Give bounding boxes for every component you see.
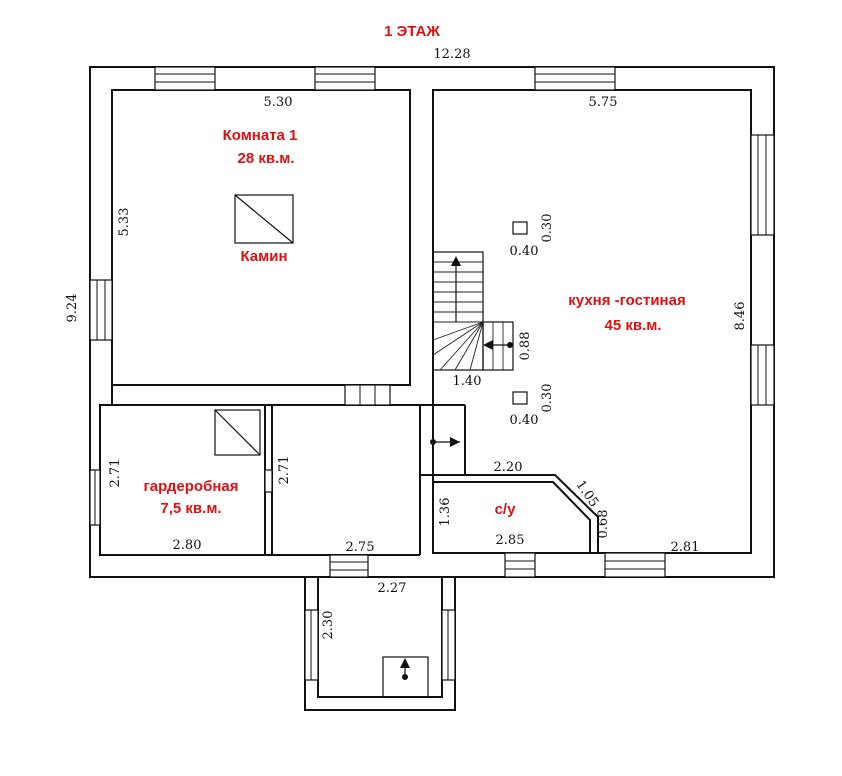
dim-kitchen-width: 5.75 <box>589 95 618 110</box>
dim-total-height: 9.24 <box>65 294 80 323</box>
room1-area: 28 кв.м. <box>237 150 294 167</box>
window-top-3 <box>534 66 616 91</box>
kitchen-name: кухня -гостиная <box>568 292 685 309</box>
dim-stair-width: 1.40 <box>453 374 482 389</box>
dim-kitchen-height: 8.46 <box>733 302 748 331</box>
dim-column-lower-h: 0.30 <box>540 384 555 413</box>
window-bottom-2 <box>604 552 666 578</box>
window-left-1 <box>89 279 113 341</box>
dim-hall-width: 2.75 <box>346 540 375 555</box>
bathroom-label: с/у <box>495 501 517 518</box>
window-top-1 <box>154 66 216 91</box>
column-upper <box>512 221 528 235</box>
dim-stair-step: 0.88 <box>518 332 533 361</box>
wardrobe-name: гардеробная <box>144 478 239 495</box>
column-lower <box>512 391 528 405</box>
dim-column-upper-h: 0.30 <box>540 214 555 243</box>
dim-kitchen-bottom: 2.81 <box>671 540 700 555</box>
door-wardrobe <box>264 469 273 493</box>
window-porch-left <box>304 609 319 681</box>
porch-entry-arrow-icon <box>382 656 429 698</box>
dim-column-upper-w: 0.40 <box>510 244 539 259</box>
window-right-2 <box>750 344 775 406</box>
dim-bath-bottom: 2.85 <box>496 533 525 548</box>
room1-name: Комната 1 <box>223 127 298 144</box>
windows <box>89 66 775 681</box>
dim-column-lower-w: 0.40 <box>510 413 539 428</box>
window-right-1 <box>750 134 775 236</box>
dim-wardrobe-width: 2.80 <box>173 538 202 553</box>
staircase-icon <box>432 251 514 371</box>
window-left-2 <box>89 469 101 526</box>
window-porch-right <box>441 609 456 681</box>
floor-title: 1 ЭТАЖ <box>384 23 440 40</box>
dim-room1-width: 5.30 <box>264 95 293 110</box>
kitchen-area: 45 кв.м. <box>604 317 661 334</box>
dim-room1-height: 5.33 <box>117 208 132 237</box>
dim-wardrobe-height: 2.71 <box>108 459 123 488</box>
fireplace-icon <box>234 194 294 244</box>
dim-total-width: 12.28 <box>433 47 470 62</box>
dim-porch-width: 2.27 <box>378 581 407 596</box>
wardrobe-area: 7,5 кв.м. <box>160 500 221 517</box>
window-bottom-1 <box>504 552 536 578</box>
porch <box>304 577 456 711</box>
dim-bath-top: 2.20 <box>494 460 523 475</box>
fireplace-label: Камин <box>240 248 287 265</box>
dim-hall-height: 2.71 <box>277 456 292 485</box>
window-porch-top <box>329 554 369 578</box>
window-top-2 <box>314 66 376 91</box>
dim-bath-side: 0.68 <box>596 510 611 539</box>
dim-bath-left: 1.36 <box>438 498 453 527</box>
interior-walls <box>100 385 599 555</box>
dim-porch-height: 2.30 <box>321 611 336 640</box>
wardrobe-cabinet-icon <box>214 409 261 456</box>
entry-arrow-icon <box>430 437 460 447</box>
door-room1 <box>344 384 391 406</box>
